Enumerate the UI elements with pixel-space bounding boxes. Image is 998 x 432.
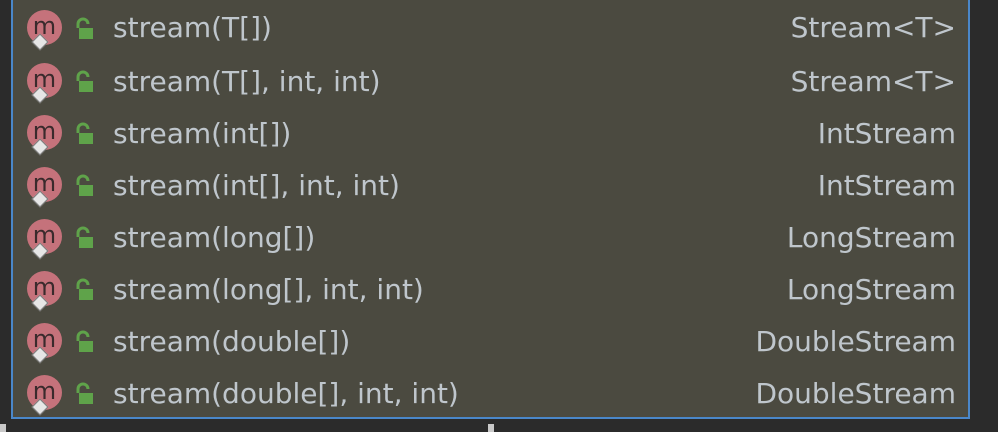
completion-item[interactable]: m stream(T[], int, int) Stream<T> [13, 55, 968, 107]
return-type: Stream<T> [790, 64, 956, 98]
method-signature: stream(long[]) [113, 220, 316, 254]
scroll-tick-left [0, 424, 6, 432]
completion-item[interactable]: m stream(T[]) Stream<T> [13, 0, 968, 55]
method-icon: m [27, 167, 62, 208]
method-icon: m [27, 115, 62, 156]
completion-item[interactable]: m stream(double[]) DoubleStream [13, 315, 968, 367]
method-signature: stream(int[], int, int) [113, 168, 400, 202]
lock-icon [71, 276, 95, 300]
lock-icon [71, 224, 95, 248]
return-type: LongStream [786, 272, 956, 306]
bottom-scroll-area [0, 424, 998, 432]
code-completion-popup[interactable]: m stream(T[]) Stream<T> m stream(T[], in… [11, 0, 970, 419]
method-signature: stream(int[]) [113, 116, 292, 150]
scroll-tick-middle [488, 424, 494, 432]
return-type: DoubleStream [755, 376, 956, 410]
method-icon: m [27, 375, 62, 416]
return-type: IntStream [817, 168, 956, 202]
lock-icon [71, 380, 95, 404]
completion-item[interactable]: m stream(int[]) IntStream [13, 107, 968, 159]
completion-item[interactable]: m stream(double[], int, int) DoubleStrea… [13, 367, 968, 417]
completion-item[interactable]: m stream(long[]) LongStream [13, 211, 968, 263]
completion-item[interactable]: m stream(long[], int, int) LongStream [13, 263, 968, 315]
completion-list[interactable]: m stream(T[]) Stream<T> m stream(T[], in… [13, 0, 968, 417]
method-icon: m [27, 9, 62, 50]
completion-item[interactable]: m stream(int[], int, int) IntStream [13, 159, 968, 211]
method-icon: m [27, 63, 62, 104]
return-type: Stream<T> [790, 11, 956, 44]
method-signature: stream(long[], int, int) [113, 272, 424, 306]
lock-icon [71, 172, 95, 196]
method-signature: stream(double[]) [113, 324, 351, 358]
method-signature: stream(double[], int, int) [113, 376, 459, 410]
return-type: LongStream [786, 220, 956, 254]
method-icon: m [27, 271, 62, 312]
lock-icon [71, 15, 95, 39]
method-signature: stream(T[]) [113, 11, 272, 44]
method-icon: m [27, 323, 62, 364]
lock-icon [71, 328, 95, 352]
return-type: IntStream [817, 116, 956, 150]
method-icon: m [27, 219, 62, 260]
method-signature: stream(T[], int, int) [113, 64, 381, 98]
return-type: DoubleStream [755, 324, 956, 358]
lock-icon [71, 120, 95, 144]
lock-icon [71, 68, 95, 92]
